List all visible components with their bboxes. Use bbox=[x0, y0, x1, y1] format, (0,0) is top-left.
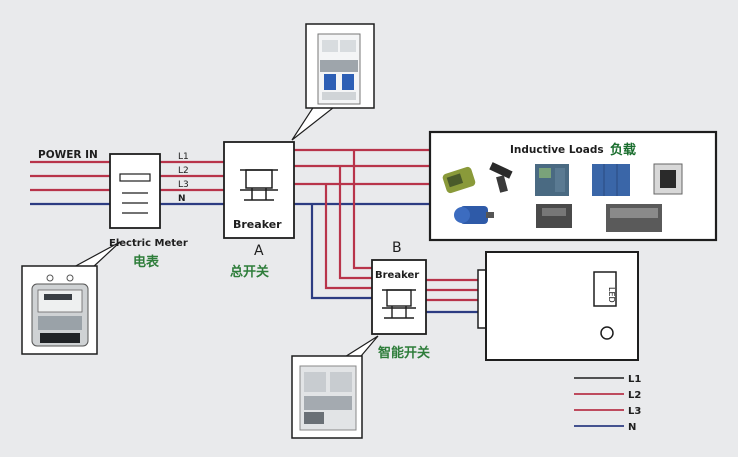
panel-lamp bbox=[593, 271, 617, 307]
breaker-main: Breaker bbox=[223, 141, 295, 239]
legend-label-l2: L2 bbox=[628, 390, 641, 401]
panel-lamp-text: LED bbox=[607, 287, 616, 303]
breaker-smart: Breaker bbox=[371, 259, 427, 335]
meter-label-en: Electric Meter bbox=[109, 238, 188, 249]
legend-label-l3: L3 bbox=[628, 406, 641, 417]
wire-tap-n bbox=[310, 204, 372, 300]
load-icon-server-rack bbox=[592, 164, 630, 196]
load-icon-machine bbox=[442, 166, 476, 194]
legend: L1 L2 L3 N bbox=[574, 374, 641, 433]
breaker-main-tag: A bbox=[254, 243, 264, 259]
wires bbox=[30, 148, 478, 314]
line-label-l3: L3 bbox=[178, 180, 189, 190]
inductive-loads-panel: Inductive Loads 负载 bbox=[428, 130, 718, 242]
breaker-smart-photo-callout bbox=[291, 335, 379, 439]
electric-meter bbox=[109, 153, 161, 229]
line-label-l1: L1 bbox=[178, 152, 189, 162]
breaker-smart-symbol-icon bbox=[382, 289, 416, 319]
load-icon-press bbox=[536, 204, 572, 228]
breaker-smart-tag: B bbox=[392, 240, 402, 256]
breaker-smart-box bbox=[371, 259, 427, 335]
legend-label-l1: L1 bbox=[628, 374, 641, 385]
meter-label-cn: 电表 bbox=[133, 254, 160, 270]
load-icon-motor bbox=[454, 206, 494, 224]
line-label-n: N bbox=[178, 194, 186, 204]
breaker-smart-label: Breaker bbox=[375, 270, 419, 281]
loads-title: Inductive Loads bbox=[510, 144, 604, 156]
load-icon-drill bbox=[489, 162, 513, 193]
wire-tap-l3 bbox=[324, 184, 372, 290]
meter-photo-callout bbox=[21, 241, 121, 355]
load-icon-appliance bbox=[653, 163, 683, 195]
smart-breaker-photo-icon bbox=[299, 365, 357, 431]
breaker-smart-cn: 智能开关 bbox=[378, 345, 430, 361]
callout-pointer bbox=[71, 241, 121, 269]
load-icon-lathe bbox=[606, 204, 662, 232]
mcb-photo-icon bbox=[317, 33, 361, 105]
wire-tap-l1 bbox=[352, 150, 372, 270]
panel-indicator bbox=[600, 326, 614, 340]
breaker-main-label: Breaker bbox=[233, 218, 282, 231]
meter-display bbox=[119, 173, 151, 182]
breaker-main-photo-callout bbox=[291, 23, 375, 141]
breaker-main-symbol-icon bbox=[240, 169, 278, 201]
power-in-label: POWER IN bbox=[38, 149, 98, 161]
breaker-main-cn: 总开关 bbox=[230, 264, 269, 280]
loads-title-cn: 负载 bbox=[610, 142, 636, 158]
distribution-panel: LED bbox=[477, 251, 639, 361]
meter-photo-icon bbox=[31, 274, 89, 347]
legend-label-n: N bbox=[628, 422, 636, 433]
line-label-l2: L2 bbox=[178, 166, 189, 176]
panel-terminal bbox=[477, 269, 487, 329]
wire-tap-l2 bbox=[338, 166, 372, 280]
meter-box bbox=[109, 153, 161, 229]
load-icon-cabinet bbox=[535, 164, 569, 196]
